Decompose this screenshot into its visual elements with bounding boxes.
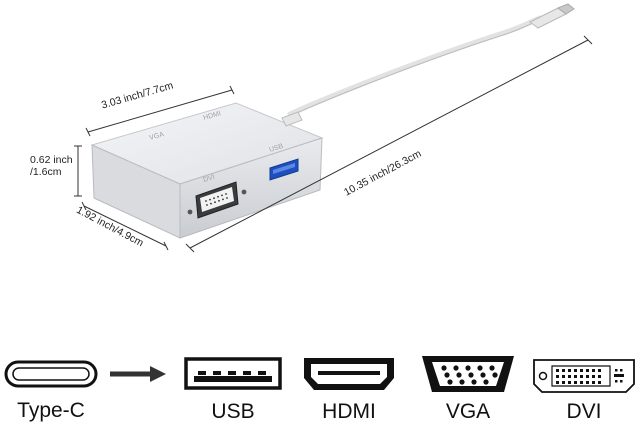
height-dimension-line2: /1.6cm	[30, 166, 62, 178]
port-label-vga: VGA	[445, 400, 491, 423]
usb-c-plug	[529, 3, 575, 29]
port-label-usb: USB	[211, 400, 255, 423]
dimension-lines	[74, 35, 593, 253]
device-mark-usb: USB	[268, 143, 284, 154]
device-dvi-port	[187, 181, 247, 219]
type-c-icon	[4, 360, 98, 388]
usb-port-icon	[184, 357, 282, 390]
device-mark-dvi: DVI	[202, 174, 215, 184]
device-mark-vga: VGA	[149, 131, 165, 142]
adapter-hub: VGA HDMI USB DVI	[90, 102, 324, 239]
hdmi-port-icon	[304, 358, 394, 390]
vga-port-icon	[422, 356, 514, 392]
port-label-type-c: Type-C	[17, 399, 85, 422]
device-mark-hdmi: HDMI	[203, 110, 222, 122]
device-usb-port	[269, 158, 299, 181]
port-label-hdmi: HDMI	[322, 400, 376, 423]
usb-c-cable	[287, 15, 543, 117]
height-dimension-label: 0.62 inch /1.6cm	[30, 154, 73, 178]
height-dimension-line1: 0.62 inch	[30, 154, 73, 166]
dvi-port-icon	[533, 359, 635, 393]
arrow-right-icon	[110, 366, 166, 382]
port-label-dvi: DVI	[566, 400, 602, 423]
